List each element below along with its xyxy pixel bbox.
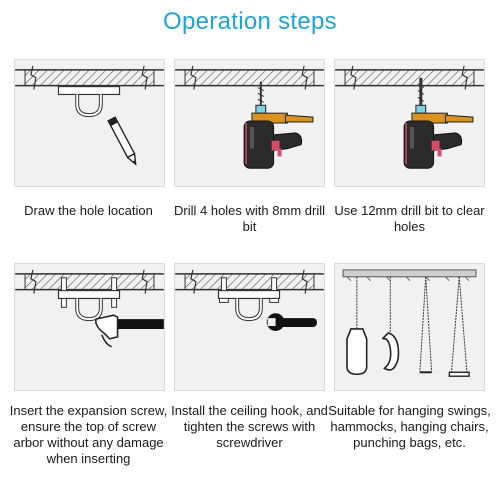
step-illustration-install-hook (175, 264, 324, 390)
step-caption-usage: Suitable for hanging swings, hammocks, h… (328, 403, 491, 450)
pencil-icon (107, 116, 137, 166)
step-panel-clear-holes (334, 59, 485, 187)
hanging-chair-icon (381, 276, 400, 371)
step-panel-usage (334, 263, 485, 391)
step-caption-install-hook: Install the ceiling hook, and tighten th… (171, 403, 328, 450)
step-caption-clear-holes: Use 12mm drill bit to clear holes (334, 203, 485, 234)
step-illustration-drill (175, 60, 324, 186)
ceiling-slab (175, 65, 324, 90)
step-caption-expansion-screw: Insert the expansion screw, ensure the t… (9, 403, 168, 466)
page-title: Operation steps (163, 8, 337, 35)
step-caption-drill: Drill 4 holes with 8mm drill bit (174, 203, 325, 234)
ceiling-slab (15, 269, 164, 294)
punching-bag-icon (346, 276, 368, 376)
wrench-icon (266, 313, 317, 331)
step-illustration-expansion-screw (15, 264, 164, 390)
drill-icon (403, 77, 474, 169)
step-illustration-clear-holes (335, 60, 484, 186)
ceiling-hook-icon (217, 277, 281, 322)
ceiling-slab (335, 65, 484, 90)
ceiling-slab (15, 65, 164, 90)
step-panel-install-hook (174, 263, 325, 391)
drill-icon (243, 81, 314, 169)
step-illustration-usage (335, 264, 484, 390)
step-illustration-draw (15, 60, 164, 186)
ceiling-hook-icon (57, 85, 121, 118)
ceiling-rail (342, 269, 477, 282)
ceiling-slab (175, 269, 324, 294)
expansion-screw-icon (57, 277, 121, 322)
hammock-icon (419, 276, 433, 374)
swing-icon (448, 276, 470, 377)
step-panel-drill (174, 59, 325, 187)
hammer-icon (95, 314, 164, 348)
step-caption-draw: Draw the hole location (24, 203, 153, 218)
step-panel-expansion-screw (14, 263, 165, 391)
step-panel-draw (14, 59, 165, 187)
